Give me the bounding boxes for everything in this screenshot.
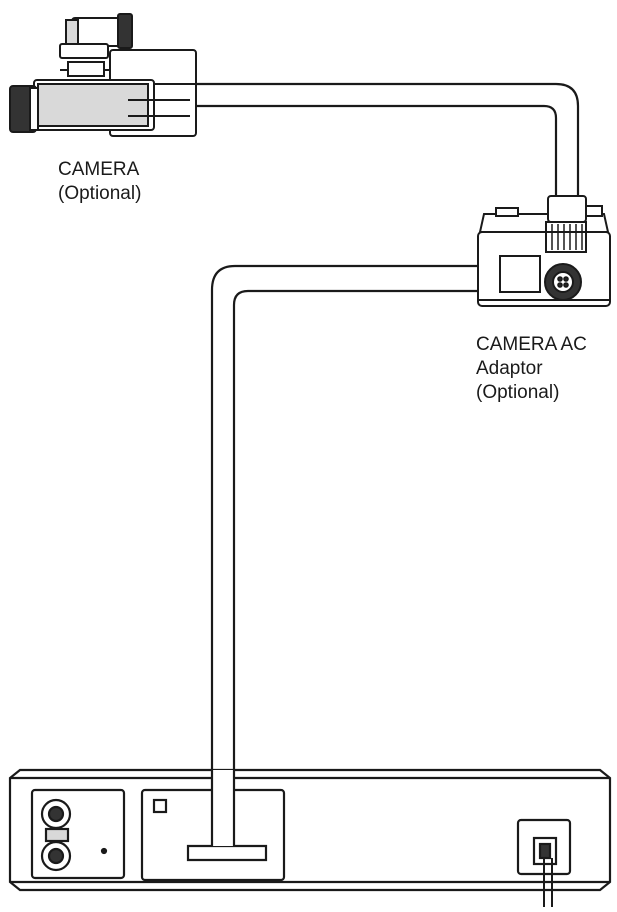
- camera-label: CAMERA (Optional): [58, 158, 141, 206]
- adaptor-note: (Optional): [476, 382, 560, 403]
- camera-cable: [195, 82, 580, 200]
- vcr-rear-panel: [8, 768, 612, 892]
- adaptor-label: CAMERA AC Adaptor (Optional): [476, 333, 587, 405]
- adaptor-name-line2: Adaptor: [476, 358, 543, 379]
- adaptor-name: CAMERA AC: [476, 334, 587, 355]
- vcr-cable: [210, 264, 478, 770]
- ac-adaptor-icon: [477, 195, 611, 307]
- vcr-cable-end: [210, 770, 236, 846]
- camera-name: CAMERA: [58, 159, 140, 180]
- camera-icon: [9, 13, 197, 137]
- power-cord: [543, 858, 553, 907]
- camera-note: (Optional): [58, 183, 142, 204]
